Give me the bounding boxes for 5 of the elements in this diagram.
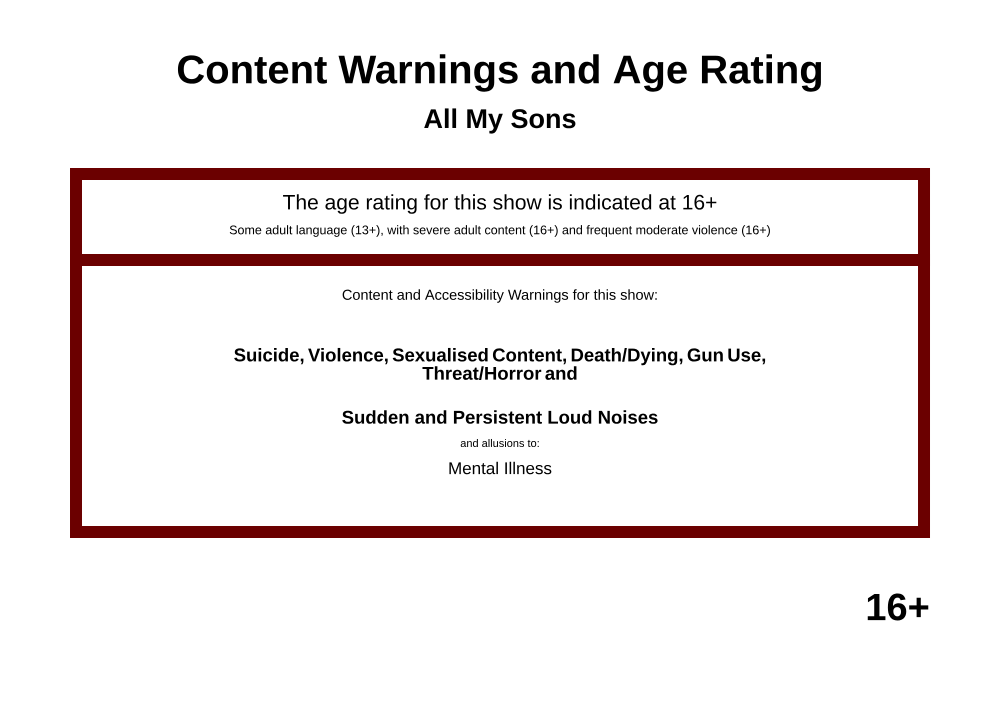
age-rating: 16+ xyxy=(868,594,928,620)
title: Content Warnings and Age Rating xyxy=(178,54,822,92)
subtitle: All My Sons xyxy=(424,108,576,134)
rating-box: The age rating for this show is indicated at 16+ Some adult language (13+), with severe adult content (16+) and frequent moderate violence (16+) xyxy=(70,168,930,266)
warnings-box: Content and Accessibility Warnings for this show: Suicide, Violence, Sexualised Content, Death/Dying, Gun Use, Threat/Horror and Sudden and Persistent Loud Noises and allusions to: Mental Illness xyxy=(70,254,930,538)
